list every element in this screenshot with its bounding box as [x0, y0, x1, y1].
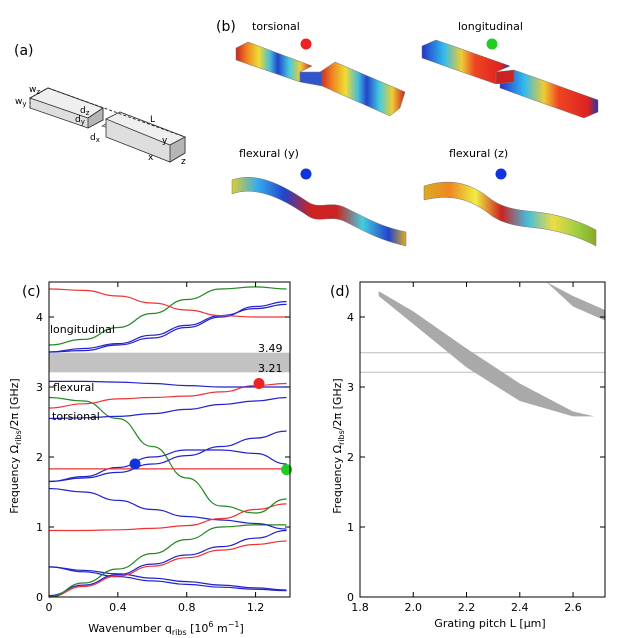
dispersion-branch-15: [48, 303, 287, 353]
dispersion-branch-0: [48, 566, 287, 591]
mode-dot-longitudinal: [486, 38, 498, 50]
x-axis-title-c: Wavenumber qribs [106 m−1]: [88, 620, 244, 637]
y-tick-label-d-2: 2: [347, 451, 354, 464]
label-z: z: [181, 157, 186, 167]
longitudinal-neck: [495, 69, 515, 85]
panel-label-c: (c): [22, 284, 41, 300]
label-wz: wz: [29, 85, 40, 96]
dispersion-branch-5: [48, 487, 287, 530]
panel-label-a: (a): [14, 43, 34, 59]
longitudinal-beam-right: [499, 69, 599, 119]
mode-flexural-y: flexural (y): [231, 147, 407, 247]
mode-marker-1: [129, 458, 141, 470]
dispersion-branch-2: [48, 540, 287, 598]
y-tick-label-d-3: 3: [347, 381, 354, 394]
bandgap-pitch-chart: 1.8 2.0 2.2 2.4 2.6 0 1 2 3 4 Grating pitch L [μm…: [331, 281, 606, 630]
gap-bands: [378, 282, 605, 417]
x-tick-label-d-0: 1.8: [351, 601, 369, 614]
dispersion-branch-8: [48, 449, 287, 483]
label-dz: dz: [80, 106, 90, 117]
label-dy: dy: [75, 115, 85, 126]
beam-right-end: [169, 136, 186, 163]
y-axis-title-d: Frequency Ωribs/2π [GHz]: [331, 378, 346, 513]
x-tick-label-d-2: 2.2: [458, 601, 476, 614]
bandgap-upper-label: 3.49: [258, 342, 283, 355]
y-tick-label-c-4: 4: [36, 311, 43, 324]
dispersion-branch-11: [48, 396, 287, 420]
flexural-z-beam: [423, 181, 597, 247]
label-y: y: [162, 136, 168, 146]
torsional-neck: [299, 71, 323, 87]
wz-marker: [29, 87, 49, 99]
y-tick-label-d-0: 0: [347, 591, 354, 604]
y-tick-label-c-2: 2: [36, 451, 43, 464]
x-tick-label-c-1: 0.4: [109, 601, 127, 614]
mode-title-flexural-z: flexural (z): [449, 147, 508, 160]
flexural-y-beam: [231, 177, 407, 247]
plot-frame-d: [359, 281, 606, 598]
y-tick-label-d-4: 4: [347, 311, 354, 324]
tick-marks-c: 0 0.4 0.8 1.2 0 1 2 3 4: [36, 282, 290, 614]
torsional-beam-right: [319, 61, 406, 117]
mode-torsional: torsional: [235, 20, 406, 117]
dispersion-branch-1: [48, 566, 287, 592]
label-dx: dx: [90, 133, 100, 144]
gap-band-0: [378, 291, 595, 417]
mode-title-torsional: torsional: [252, 20, 300, 33]
x-tick-label-c-3: 1.2: [247, 601, 265, 614]
beam-geometry-sketch: wz wy dz dy dx L x y z: [15, 85, 186, 167]
dispersion-branch-14: [48, 301, 287, 353]
panel-label-b: (b): [216, 19, 236, 35]
x-tick-label-d-1: 2.0: [405, 601, 423, 614]
mode-dot-torsional: [300, 38, 312, 50]
annotation-flexural: flexural: [53, 381, 94, 394]
dispersion-branch-7: [48, 396, 287, 514]
mode-marker-0: [253, 378, 265, 389]
dispersion-branch-13: [49, 380, 287, 388]
gap-band-1: [546, 282, 605, 321]
annotation-torsional: torsional: [52, 410, 100, 423]
mode-markers: [129, 378, 293, 476]
x-tick-label-c-2: 0.8: [178, 601, 196, 614]
dispersion-branch-17: [48, 288, 287, 318]
mode-title-longitudinal: longitudinal: [458, 20, 523, 33]
label-L: L: [150, 115, 155, 125]
y-tick-label-c-3: 3: [36, 381, 43, 394]
label-x: x: [148, 153, 154, 163]
pitch-line: [47, 87, 186, 138]
x-tick-label-d-4: 2.6: [564, 601, 582, 614]
panel-label-d: (d): [330, 284, 350, 300]
dispersion-chart: 0 0.4 0.8 1.2 0 1 2 3 4 longitudinal flexural to…: [8, 281, 293, 637]
y-axis-title-c: Frequency Ωribs/2π [GHz]: [8, 378, 23, 513]
beam-left-end: [87, 107, 104, 129]
y-tick-label-c-1: 1: [36, 521, 43, 534]
x-tick-label-c-0: 0: [46, 601, 53, 614]
dispersion-branch-6: [48, 503, 287, 532]
plot-frame-c: [48, 281, 291, 598]
dispersion-branch-3: [48, 529, 287, 597]
mode-flexural-z: flexural (z): [423, 147, 597, 247]
dispersion-branch-4: [48, 524, 287, 598]
mode-title-flexural-y: flexural (y): [239, 147, 299, 160]
bandgap-region: [49, 352, 290, 373]
y-tick-label-d-1: 1: [347, 521, 354, 534]
label-wy: wy: [15, 97, 27, 108]
dispersion-branch-16: [48, 286, 287, 346]
mode-dot-flexural-y: [300, 168, 312, 180]
dispersion-series: [48, 286, 287, 598]
annotation-longitudinal: longitudinal: [50, 323, 115, 336]
bandgap-lower-label: 3.21: [258, 362, 283, 375]
x-axis-title-d: Grating pitch L [μm]: [434, 617, 545, 630]
y-tick-label-c-0: 0: [36, 591, 43, 604]
dispersion-branch-12: [48, 382, 287, 409]
mode-marker-2: [281, 464, 293, 476]
dispersion-branch-9: [48, 430, 287, 483]
x-tick-label-d-3: 2.4: [511, 601, 529, 614]
tick-marks-d: 1.8 2.0 2.2 2.4 2.6 0 1 2 3 4: [347, 282, 605, 614]
mode-longitudinal: longitudinal: [421, 20, 599, 119]
mode-dot-flexural-z: [495, 168, 507, 180]
